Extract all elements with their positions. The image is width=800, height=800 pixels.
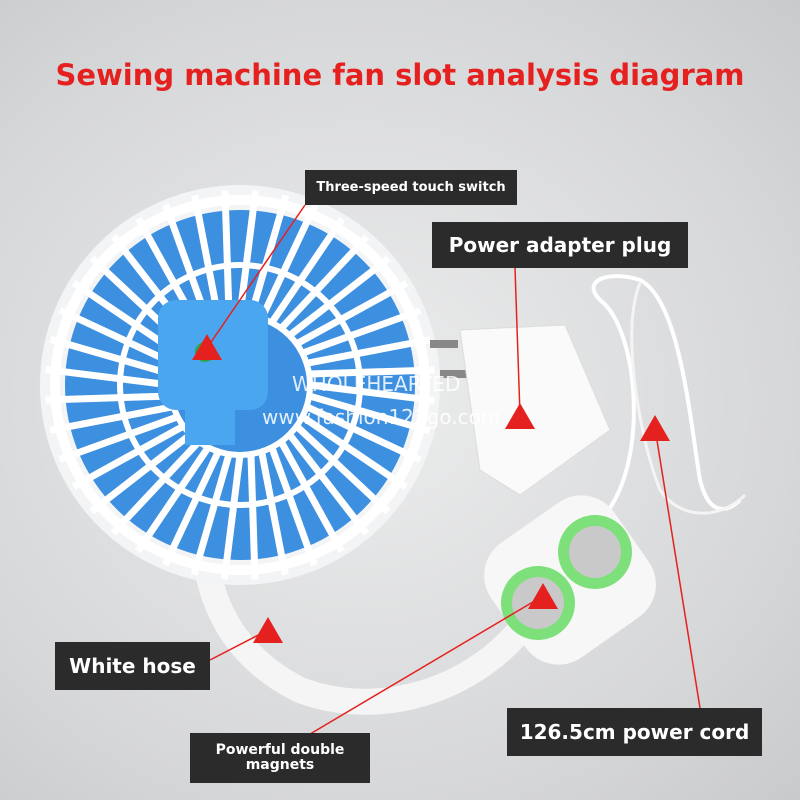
grille-spoke bbox=[305, 403, 422, 464]
watermark-line1: WHOLEHEARTED : bbox=[292, 372, 474, 396]
triangle-marker bbox=[192, 334, 222, 360]
grille-spoke bbox=[278, 439, 345, 554]
label-touch-switch: Three-speed touch switch bbox=[305, 170, 517, 205]
grille-spoke bbox=[236, 190, 260, 316]
grille-spoke bbox=[45, 365, 171, 389]
label-power-adapter: Power adapter plug bbox=[432, 222, 688, 268]
triangle-marker bbox=[640, 415, 670, 441]
grille-spoke bbox=[220, 454, 244, 580]
grille-spoke bbox=[309, 366, 435, 378]
grille-spoke bbox=[247, 194, 290, 317]
triangle-marker bbox=[253, 617, 283, 643]
grille-spoke bbox=[45, 392, 171, 404]
triangle-marker bbox=[528, 583, 558, 609]
grille-spoke bbox=[134, 445, 212, 554]
grille-spoke bbox=[294, 423, 391, 515]
grille-spoke bbox=[278, 234, 370, 331]
grille-spoke bbox=[268, 216, 346, 325]
grille-spoke bbox=[49, 335, 172, 378]
callout-markers bbox=[192, 334, 670, 643]
grille-spoke bbox=[301, 307, 422, 357]
grille-spoke bbox=[49, 403, 175, 434]
grille-spoke bbox=[89, 431, 193, 515]
callout-lines bbox=[206, 204, 701, 741]
grille-spoke bbox=[268, 446, 318, 567]
triangle-marker bbox=[505, 403, 535, 429]
grille-spoke bbox=[309, 381, 435, 405]
power-cord bbox=[591, 274, 742, 522]
grille-spoke bbox=[305, 336, 431, 367]
grille-spoke bbox=[161, 450, 222, 567]
grille-spoke bbox=[258, 203, 319, 320]
label-magnets: Powerful double magnets bbox=[190, 733, 370, 783]
grille-spoke bbox=[190, 453, 233, 576]
label-white-hose: White hose bbox=[55, 642, 210, 690]
grille-spoke bbox=[294, 280, 409, 347]
grille-spoke bbox=[71, 423, 186, 490]
grille-spoke bbox=[308, 392, 431, 435]
grille-spoke bbox=[58, 306, 175, 367]
grille-spoke bbox=[58, 413, 179, 463]
grille-spoke bbox=[258, 450, 289, 576]
grille-spoke bbox=[221, 190, 233, 316]
grille-spoke bbox=[287, 255, 391, 339]
grille-spoke bbox=[191, 194, 222, 320]
grille-spoke bbox=[247, 454, 259, 580]
grille-spoke bbox=[110, 439, 202, 536]
watermark-line2: www.fashion123go.com bbox=[262, 405, 501, 429]
page-title: Sewing machine fan slot analysis diagram bbox=[55, 58, 745, 92]
power-adapter bbox=[430, 324, 611, 496]
grille-spoke bbox=[286, 432, 370, 536]
grille-spoke bbox=[300, 413, 409, 491]
label-power-cord: 126.5cm power cord bbox=[507, 708, 762, 756]
